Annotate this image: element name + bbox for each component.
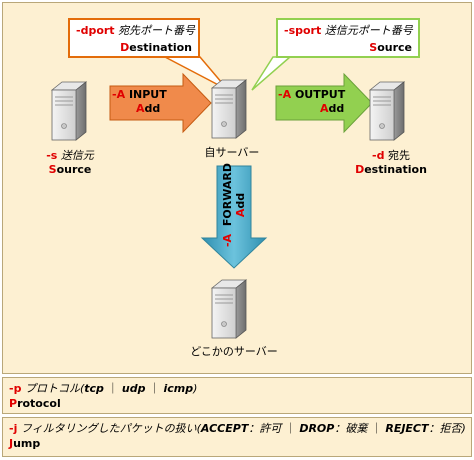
some-server-label: どこかのサーバー: [190, 345, 278, 358]
input-arrow-label: -A INPUT Add: [112, 88, 167, 115]
svg-text:Add: Add: [234, 193, 247, 217]
dport-callout: -dport 宛先ポート番号 Destination: [68, 18, 200, 58]
server-icon: [51, 81, 87, 141]
server-icon: [211, 79, 247, 139]
source-server-label: -s 送信元 Source: [46, 149, 94, 176]
jump-bar: -j フィルタリングしたパケットの扱い(ACCEPT：許可 ｜ DROP：破棄 …: [2, 417, 472, 457]
svg-text:-A FORWARD: -A FORWARD: [221, 163, 234, 247]
output-arrow-label: -A OUTPUT Add: [278, 88, 346, 115]
server-icon: [211, 279, 247, 339]
sport-callout: -sport 送信元ポート番号 Source: [276, 18, 420, 58]
forward-arrow: [200, 165, 268, 269]
input-arrow: [109, 72, 212, 134]
protocol-bar: -p プロトコル(tcp ｜ udp ｜ icmp) Protocol: [2, 377, 472, 414]
sport-callout-pointer: [251, 56, 293, 91]
self-server-label: 自サーバー: [204, 146, 260, 159]
forward-arrow-label: -A FORWARD Add: [221, 163, 247, 247]
destination-server-label: -d 宛先 Destination: [355, 149, 427, 176]
output-arrow: [275, 72, 373, 134]
diagram-canvas: -A FORWARD Add: [51, 56, 405, 339]
server-icon: [369, 81, 405, 141]
